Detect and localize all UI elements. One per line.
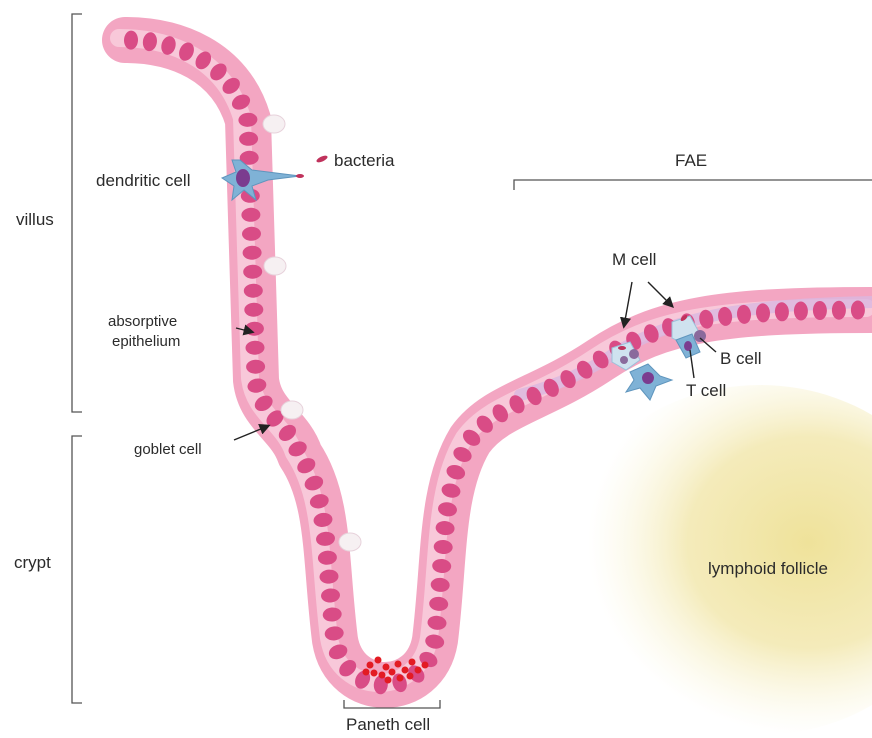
villus-label: villus (16, 210, 54, 229)
m-cell-label: M cell (612, 250, 656, 269)
lymphoid-follicle-label: lymphoid follicle (708, 559, 828, 578)
m-cell-arrow-right (648, 282, 672, 306)
t-cell (629, 349, 639, 359)
crypt-label: crypt (14, 553, 51, 572)
goblet-cell-label: goblet cell (134, 441, 202, 458)
paneth-cell-label: Paneth cell (346, 715, 430, 734)
goblet-cell (281, 401, 303, 419)
goblet-cell (264, 257, 286, 275)
b-cell (694, 330, 706, 342)
villus-bracket (72, 14, 82, 412)
dendritic-cell-label: dendritic cell (96, 171, 191, 190)
absorptive-label-2: epithelium (112, 333, 180, 350)
nucleus (851, 300, 865, 319)
t-cell-label: T cell (686, 381, 726, 400)
b-cell-label: B cell (720, 349, 762, 368)
crypt-bracket (72, 436, 82, 703)
fae-label: FAE (675, 151, 707, 170)
fae-bracket (514, 180, 872, 190)
goblet-cell (263, 115, 285, 133)
goblet-cell (339, 533, 361, 551)
absorptive-label-1: absorptive (108, 313, 177, 330)
bacteria (296, 154, 328, 178)
bacteria-label: bacteria (334, 151, 395, 170)
